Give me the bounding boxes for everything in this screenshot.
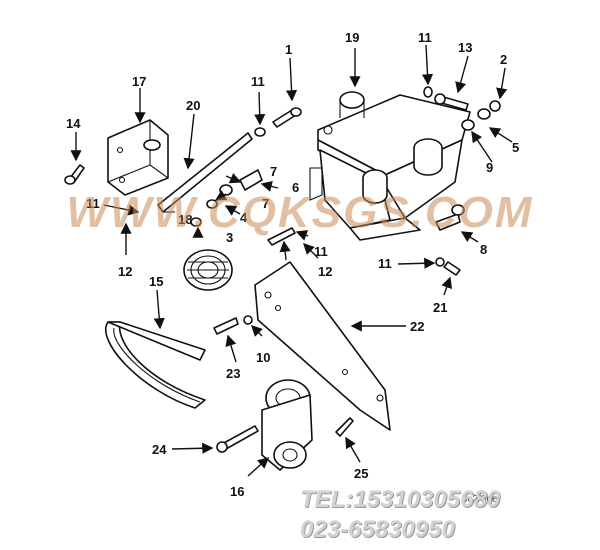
callout-5: 5	[512, 140, 519, 155]
callout-15: 15	[149, 274, 163, 289]
callout-labels: 1 2 3 4 5 6 7 8 9 10 11 12 13 14 15 16 1…	[66, 30, 519, 499]
callout-3: 3	[226, 230, 233, 245]
callout-17: 17	[132, 74, 146, 89]
callout-16: 16	[230, 484, 244, 499]
belt-15	[105, 321, 206, 409]
callout-22: 22	[410, 319, 424, 334]
callout-11: 11	[251, 74, 265, 89]
callout-18: 18	[178, 212, 192, 227]
callout-6: 6	[292, 180, 299, 195]
callout-12: 12	[118, 264, 132, 279]
drawing-code: ec2/3ge	[462, 494, 498, 505]
callout-7-lower: 7	[262, 196, 269, 211]
contact-tel: TEL:15310305680	[300, 486, 501, 513]
callout-2: 2	[500, 52, 507, 67]
callout-8: 8	[480, 242, 487, 257]
callout-21: 21	[433, 300, 447, 315]
leader-lines	[70, 44, 513, 477]
callout-1: 1	[285, 42, 292, 57]
callout-4: 4	[240, 210, 248, 225]
tensioner-16	[261, 379, 313, 471]
callout-11-upper: 11	[418, 30, 432, 45]
watermark-text: WWW.CQKSGS.COM	[66, 188, 534, 237]
callout-7: 7	[270, 164, 277, 179]
callout-11-center: 11	[314, 244, 328, 259]
callout-19: 19	[345, 30, 359, 45]
callout-14: 14	[66, 116, 81, 131]
callout-23: 23	[226, 366, 240, 381]
callout-13: 13	[458, 40, 472, 55]
pulley-18	[183, 249, 233, 291]
callout-24: 24	[152, 442, 167, 457]
bracket-19	[309, 91, 471, 241]
plate-22	[254, 261, 391, 431]
rod-20	[157, 132, 253, 213]
contact-phone: 023-65830950	[300, 516, 455, 543]
callout-10: 10	[256, 350, 270, 365]
block-17	[107, 119, 169, 196]
fasteners	[64, 86, 501, 453]
callout-25: 25	[354, 466, 368, 481]
callout-20: 20	[186, 98, 200, 113]
callout-11-left: 11	[86, 196, 100, 211]
callout-12-center: 12	[318, 264, 332, 279]
callout-11-right: 11	[378, 256, 392, 271]
callout-9: 9	[486, 160, 493, 175]
